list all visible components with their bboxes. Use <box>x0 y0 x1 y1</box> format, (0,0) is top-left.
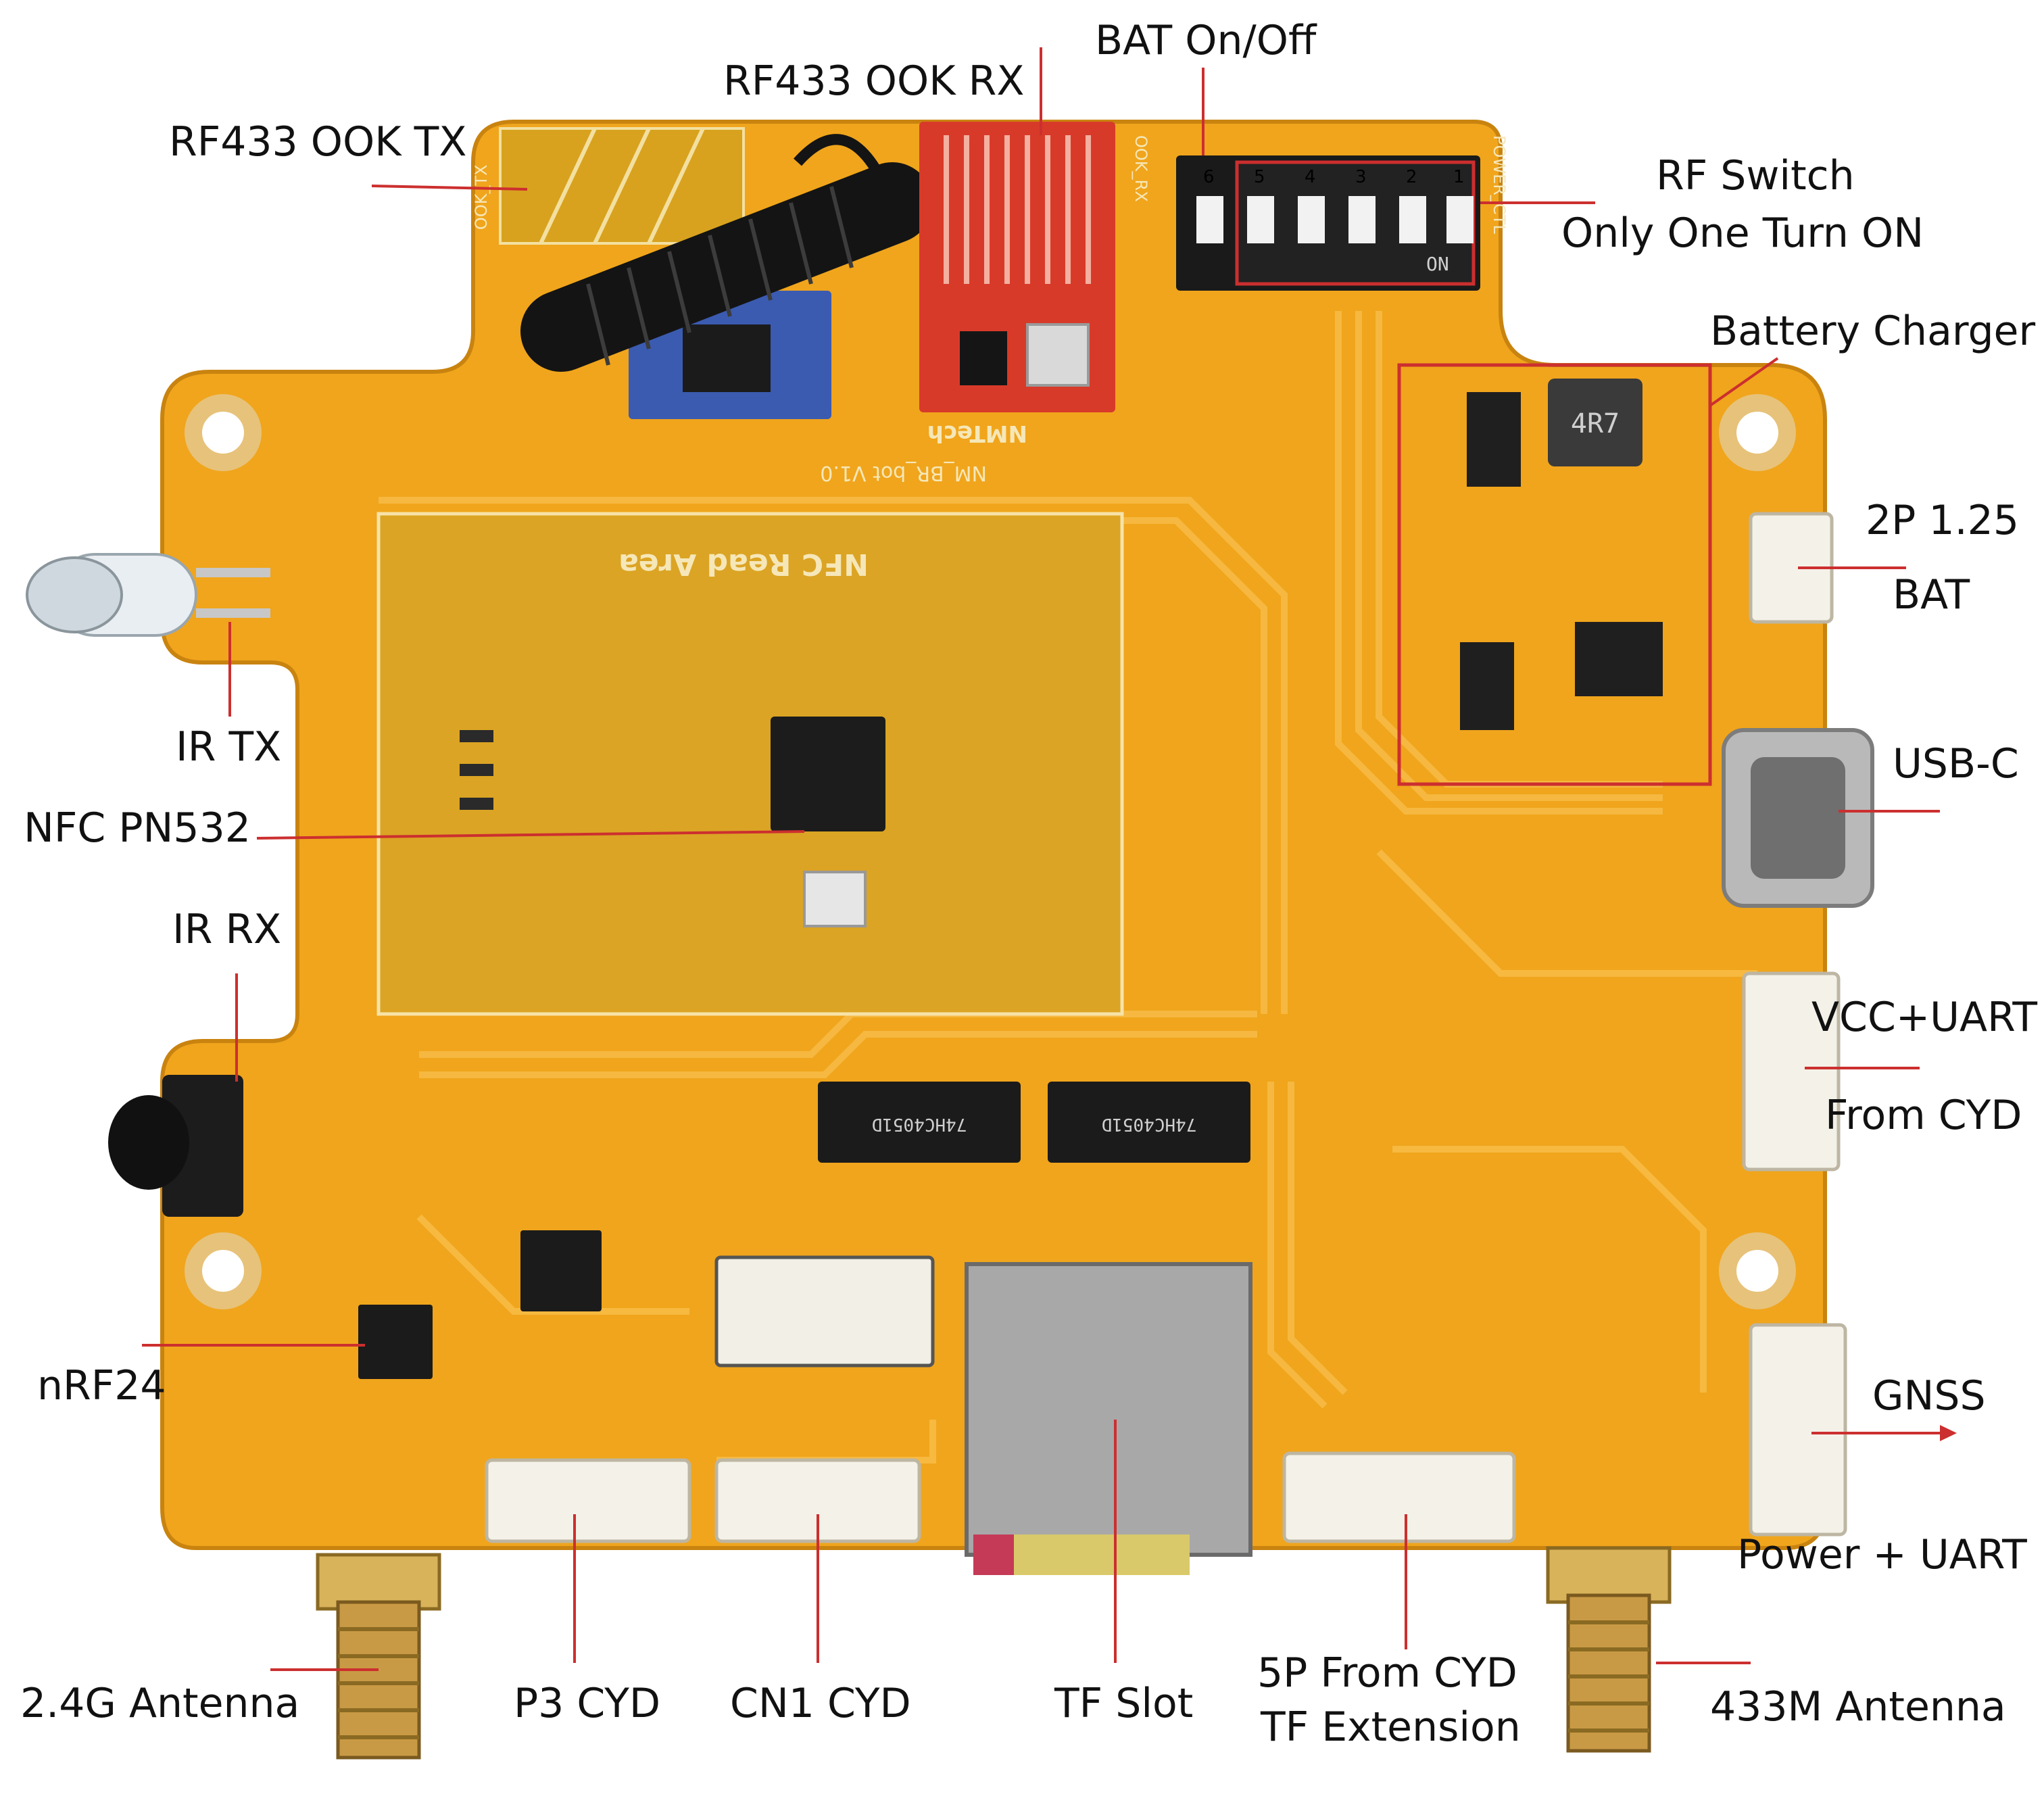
label-antenna-433m: 433M Antenna <box>1710 1683 2006 1731</box>
label-tf-extension-source: 5P From CYD <box>1257 1649 1517 1697</box>
dip-number: 1 <box>1453 167 1465 187</box>
nfc-read-area: NFC Read Area <box>376 512 1124 1016</box>
tf-slot <box>965 1262 1252 1575</box>
label-usb-c: USB-C <box>1893 740 2019 788</box>
label-vcc-uart-source: From CYD <box>1825 1092 2022 1139</box>
sma-433m-antenna <box>1546 1546 1672 1753</box>
usb-c-connector <box>1722 728 1874 908</box>
label-bat-onoff: BAT On/Off <box>1095 17 1317 64</box>
dip-number: 5 <box>1254 167 1265 187</box>
power-ctl-silk: POWER_CTL <box>1490 135 1509 234</box>
label-antenna-24g: 2.4G Antenna <box>20 1680 299 1727</box>
vcc-uart-connector <box>1742 971 1841 1171</box>
pcb-traces <box>379 311 1757 1464</box>
spring-antenna <box>520 134 933 372</box>
sma-24g-antenna <box>316 1553 441 1760</box>
brand-silkscreen: NMTech NM_BR_bot V1.0 <box>820 420 1027 485</box>
tf-extension-connector <box>1282 1451 1516 1543</box>
label-ir-tx: IR TX <box>176 723 281 771</box>
ir-rx-receiver <box>108 1075 243 1217</box>
rf433-rx-module: OOK_RX <box>919 122 1150 412</box>
label-gnss-power: Power + UART <box>1737 1531 2027 1578</box>
dip-number: 4 <box>1305 167 1316 187</box>
mux-chip-text: 74HC4051D <box>1102 1114 1197 1134</box>
dip-number: 3 <box>1355 167 1367 187</box>
label-bat-connector: BAT <box>1893 571 1970 619</box>
label-vcc-uart: VCC+UART <box>1811 994 2037 1041</box>
p3-cyd-connector <box>485 1458 691 1543</box>
label-tf-extension: TF Extension <box>1260 1703 1521 1751</box>
callout-labels: RF433 OOK TX RF433 OOK RX BAT On/Off RF … <box>20 17 2037 1751</box>
pn532-chip <box>771 717 885 831</box>
brand-text: NMTech <box>927 420 1027 447</box>
label-cn1-cyd: CN1 CYD <box>730 1680 911 1727</box>
ook-rx-silk: OOK_RX <box>1132 135 1150 202</box>
ir-tx-led <box>26 553 270 637</box>
inductor-text: 4R7 <box>1571 408 1620 439</box>
rf433-tx-module <box>499 127 933 419</box>
label-rf-switch-note: Only One Turn ON <box>1561 210 1924 257</box>
label-rf-switch: RF Switch <box>1656 152 1855 199</box>
label-p3-cyd: P3 CYD <box>514 1680 660 1727</box>
label-bat-connector-type: 2P 1.25 <box>1866 497 2019 544</box>
inductor <box>1548 379 1642 466</box>
label-nfc: NFC PN532 <box>24 804 251 852</box>
label-gnss: GNSS <box>1872 1372 1986 1420</box>
label-battery-charger: Battery Charger <box>1710 308 2035 355</box>
label-nrf24: nRF24 <box>37 1362 166 1409</box>
ook-tx-silk: OOK_TX <box>472 164 491 230</box>
mounting-holes <box>185 394 1796 1309</box>
board-version-text: NM_BR_bot V1.0 <box>820 461 987 485</box>
mux-chips: 74HC4051D 74HC4051D <box>818 1082 1250 1163</box>
nrf24-chip <box>358 1305 433 1379</box>
dip-number: 2 <box>1406 167 1417 187</box>
label-tf-slot: TF Slot <box>1054 1680 1193 1727</box>
dip-number: 6 <box>1203 167 1215 187</box>
gnss-connector <box>1749 1323 1847 1537</box>
label-rf433-rx: RF433 OOK RX <box>723 57 1024 105</box>
label-rf433-tx: RF433 OOK TX <box>169 118 466 166</box>
nfc-area-silk: NFC Read Area <box>618 547 869 581</box>
dip-on-silk: ON <box>1426 253 1449 275</box>
leader-lines <box>142 47 1957 1671</box>
dip-switch: 6 5 4 3 2 1 ON POWER_CTL <box>1176 135 1509 291</box>
mux-chip-text: 74HC4051D <box>872 1114 967 1134</box>
fpc-connector <box>714 1255 935 1368</box>
battery-charger-zone: 4R7 <box>1397 363 1712 786</box>
label-ir-rx: IR RX <box>172 906 281 953</box>
mcu-chip <box>520 1230 602 1311</box>
